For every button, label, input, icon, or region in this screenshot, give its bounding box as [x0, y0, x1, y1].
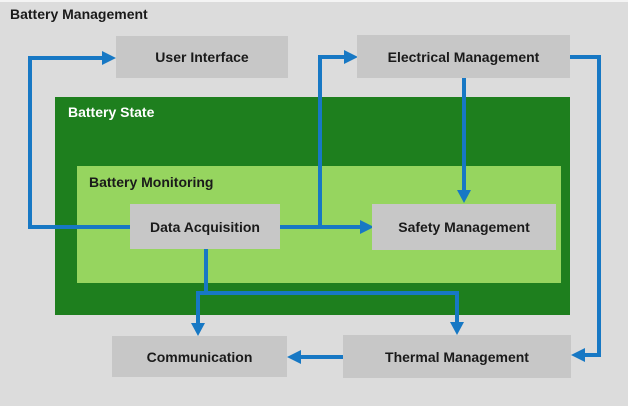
edge-data-acquisition-to-user-interface-vertical [28, 56, 32, 229]
arrowhead-down-into-safety-management [457, 190, 471, 203]
arrowhead-into-thermal-top [450, 322, 464, 335]
node-thermal-management: Thermal Management [343, 335, 571, 378]
arrowhead-into-thermal-right [571, 348, 585, 362]
edge-thermal-to-communication [299, 355, 345, 359]
node-communication: Communication [112, 336, 287, 377]
edge-data-acquisition-horizontal-branch [196, 291, 459, 295]
edge-electrical-to-thermal-vertical [597, 55, 601, 357]
node-user-interface: User Interface [116, 36, 288, 78]
arrowhead-into-user-interface [102, 51, 116, 65]
edge-electrical-to-thermal-bottom [583, 353, 599, 357]
edge-to-thermal-vertical [455, 291, 459, 324]
edge-data-acquisition-to-user-interface-top [28, 56, 104, 60]
node-data-acquisition: Data Acquisition [130, 204, 280, 249]
edge-electrical-to-thermal-top [570, 55, 601, 59]
node-electrical-management: Electrical Management [357, 35, 570, 78]
edge-data-acquisition-to-user-interface-bottom [28, 225, 130, 229]
arrowhead-into-communication-top [191, 323, 205, 336]
top-strip [0, 0, 628, 2]
arrowhead-into-communication-right [287, 350, 301, 364]
edge-data-acquisition-down [204, 249, 208, 293]
arrowhead-into-electrical-management [344, 50, 358, 64]
battery-state-label: Battery State [68, 104, 155, 120]
edge-data-acquisition-to-electrical-horizontal [318, 55, 346, 59]
edge-to-communication-vertical [196, 291, 200, 325]
edge-data-acquisition-to-electrical-vertical [318, 55, 322, 229]
edge-electrical-to-safety-vertical [462, 78, 466, 192]
arrowhead-into-safety-management [360, 220, 374, 234]
battery-monitoring-label: Battery Monitoring [89, 174, 214, 190]
node-safety-management: Safety Management [372, 204, 556, 250]
diagram-title: Battery Management [10, 6, 148, 22]
